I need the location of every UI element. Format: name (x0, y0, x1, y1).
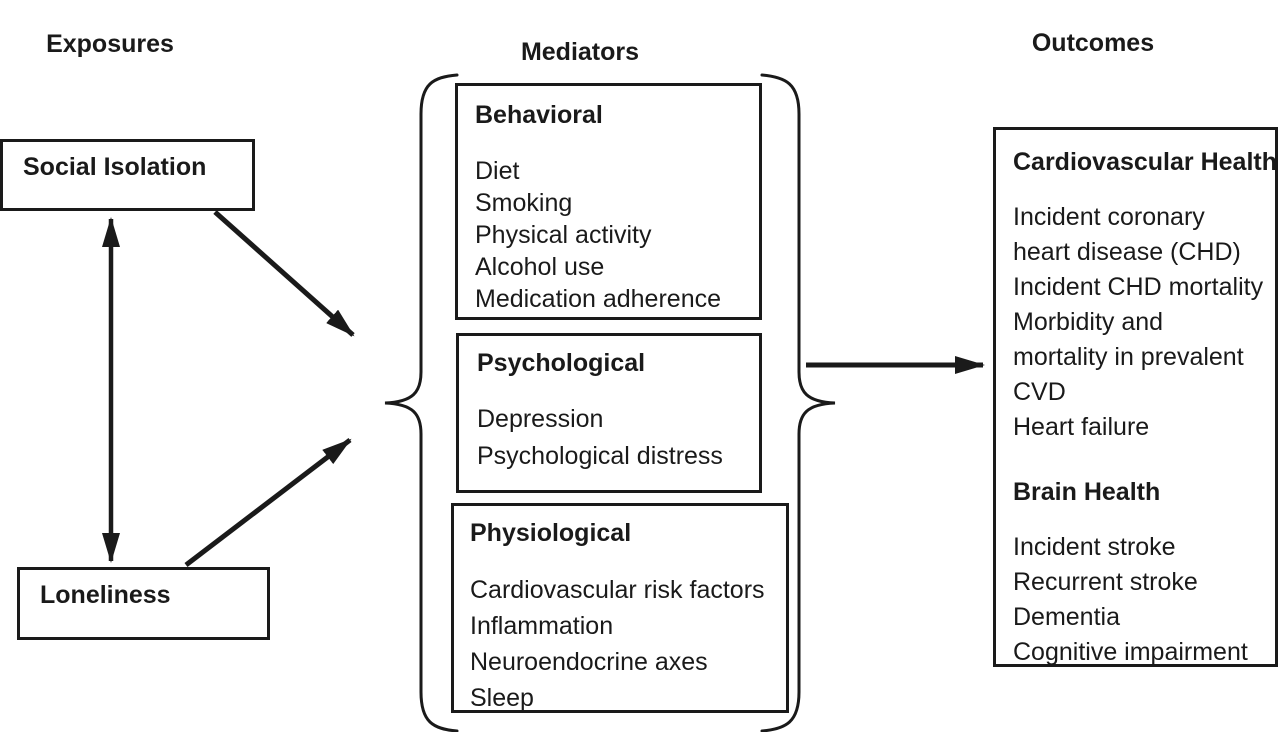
cardiovascular-health-items: Incident coronary heart disease (CHD) In… (1013, 200, 1275, 445)
psychological-title: Psychological (477, 349, 646, 377)
physiological-title: Physiological (470, 519, 632, 547)
brain-health-items: Incident stroke Recurrent stroke Dementi… (1013, 530, 1275, 670)
outcomes-heading: Outcomes (1031, 29, 1155, 57)
list-item: Sleep (470, 684, 534, 712)
physiological-mediators-box: Physiological Cardiovascular risk factor… (451, 503, 789, 713)
outcomes-box: Cardiovascular Health Incident coronary … (993, 127, 1278, 667)
behavioral-title: Behavioral (475, 101, 603, 129)
list-item: Psychological distress (477, 442, 723, 470)
list-item: Recurrent stroke (1013, 568, 1198, 596)
list-item: Incident CHD mortality (1013, 273, 1264, 301)
list-item: Heart failure (1013, 413, 1150, 441)
mediators-left-brace-icon (384, 73, 459, 732)
arrow-social-isolation-to-mediators-icon (213, 210, 355, 337)
behavioral-items: Diet Smoking Physical activity Alcohol u… (475, 155, 759, 315)
social-isolation-box: Social Isolation (0, 139, 255, 211)
list-item: Inflammation (470, 612, 614, 640)
list-item: Dementia (1013, 603, 1120, 631)
mediators-heading: Mediators (520, 38, 640, 66)
list-item: Alcohol use (475, 253, 605, 281)
list-item: Cognitive impairment (1013, 638, 1248, 666)
list-item: Incident stroke (1013, 533, 1176, 561)
exposures-heading: Exposures (46, 30, 174, 58)
behavioral-mediators-box: Behavioral Diet Smoking Physical activit… (455, 83, 762, 320)
list-item: Morbidity and (1013, 308, 1164, 336)
cardiovascular-health-section: Cardiovascular Health Incident coronary … (1013, 147, 1277, 445)
list-item: Physical activity (475, 221, 652, 249)
psychological-items: Depression Psychological distress (477, 401, 759, 475)
list-item: Depression (477, 405, 604, 433)
list-item: mortality in prevalent (1013, 343, 1244, 371)
list-item: Smoking (475, 189, 573, 217)
social-isolation-label: Social Isolation (23, 153, 207, 181)
list-item: Neuroendocrine axes (470, 648, 708, 676)
list-item: Diet (475, 157, 520, 185)
loneliness-box: Loneliness (17, 567, 270, 640)
list-item: Medication adherence (475, 285, 721, 313)
loneliness-label: Loneliness (40, 581, 171, 609)
list-item: CVD (1013, 378, 1066, 406)
brain-health-section: Brain Health Incident stroke Recurrent s… (1013, 477, 1275, 670)
mediators-right-brace-icon (760, 73, 836, 732)
list-item: heart disease (CHD) (1013, 238, 1241, 266)
physiological-items: Cardiovascular risk factors Inflammation… (470, 572, 786, 716)
list-item: Incident coronary (1013, 203, 1205, 231)
list-item: Cardiovascular risk factors (470, 576, 765, 604)
cardiovascular-health-title: Cardiovascular Health (1013, 148, 1277, 176)
psychological-mediators-box: Psychological Depression Psychological d… (456, 333, 762, 493)
brain-health-title: Brain Health (1013, 478, 1161, 506)
arrow-loneliness-to-mediators-icon (184, 438, 352, 567)
